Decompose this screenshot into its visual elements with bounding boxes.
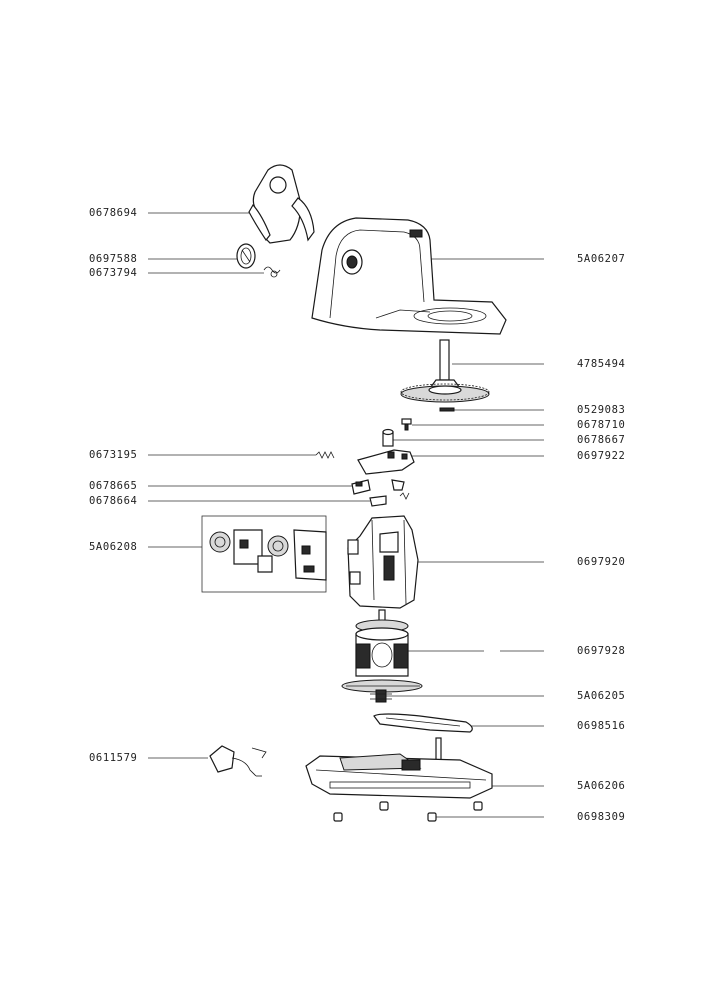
part-number-label: 0678665 xyxy=(89,480,138,492)
small-screw-part xyxy=(401,418,412,431)
part-number-label: 0678664 xyxy=(89,495,138,507)
part-number-label: 0678667 xyxy=(577,434,626,446)
knob-part xyxy=(236,243,256,269)
motor-fan-part xyxy=(370,689,392,703)
latch-cover-part xyxy=(248,164,315,244)
part-number-label: 0697922 xyxy=(577,450,626,462)
part-number-label: 4785494 xyxy=(577,358,626,370)
gasket-part xyxy=(373,713,473,733)
part-number-label: 0698309 xyxy=(577,811,626,823)
part-number-label: 0697928 xyxy=(577,645,626,657)
power-cord-part xyxy=(209,745,267,777)
clip-part xyxy=(369,492,410,507)
part-number-label: 5A06207 xyxy=(577,253,626,265)
upper-housing-part xyxy=(311,217,507,335)
rubber-feet-part xyxy=(333,801,483,822)
part-number-label: 0678694 xyxy=(89,207,138,219)
part-number-label: 0673195 xyxy=(89,449,138,461)
part-number-label: 5A06208 xyxy=(89,541,138,553)
motor-part xyxy=(341,609,423,693)
part-number-label: 5A06205 xyxy=(577,690,626,702)
base-part xyxy=(305,737,493,799)
part-number-label: 0678710 xyxy=(577,419,626,431)
bushing-part xyxy=(382,428,394,447)
part-number-label: 0611579 xyxy=(89,752,138,764)
leader-lines xyxy=(148,212,544,818)
part-number-label: 0697588 xyxy=(89,253,138,265)
spring-part xyxy=(263,266,281,278)
motor-housing-part xyxy=(347,515,419,609)
part-number-label: 5A06206 xyxy=(577,780,626,792)
coil-spring-part xyxy=(315,451,335,459)
switch-plate-part xyxy=(357,449,415,475)
gear-shaft-part xyxy=(400,339,490,403)
part-number-label: 0697920 xyxy=(577,556,626,568)
electronic-module-assembly xyxy=(201,515,327,593)
slider-part xyxy=(351,479,405,495)
part-number-label: 0529083 xyxy=(577,404,626,416)
pin-part xyxy=(439,407,455,412)
part-number-label: 0673794 xyxy=(89,267,138,279)
part-number-label: 0698516 xyxy=(577,720,626,732)
